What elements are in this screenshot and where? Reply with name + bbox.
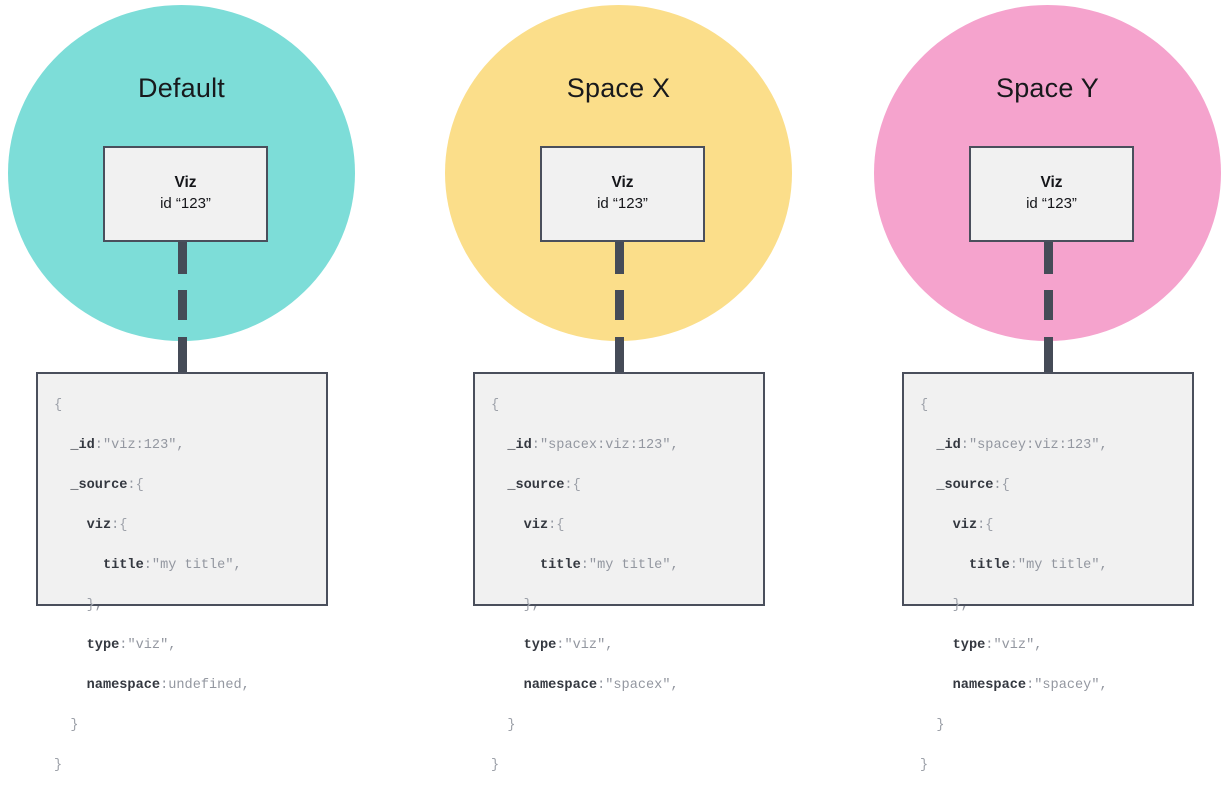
connector-dash-segment bbox=[615, 242, 624, 274]
viz-node-title: Viz bbox=[1040, 174, 1063, 192]
space-label: Space Y bbox=[996, 73, 1099, 103]
viz-node-id: id “123” bbox=[1026, 195, 1077, 213]
viz-node-id: id “123” bbox=[597, 195, 648, 213]
viz-node-box: Viz id “123” bbox=[969, 146, 1134, 242]
dashed-connector bbox=[178, 242, 187, 373]
document-json: { _id:"viz:123", _source:{ viz:{ title:"… bbox=[54, 398, 250, 773]
viz-node-box: Viz id “123” bbox=[540, 146, 705, 242]
connector-dash-segment bbox=[178, 337, 187, 373]
space-circle-spacex: Space X bbox=[445, 5, 792, 341]
document-json: { _id:"spacey:viz:123", _source:{ viz:{ … bbox=[920, 398, 1108, 773]
connector-dash-segment bbox=[1044, 337, 1053, 373]
space-column-default: Default Viz id “123” { _id:"viz:123", _s… bbox=[0, 0, 410, 773]
document-code-box: { _id:"spacex:viz:123", _source:{ viz:{ … bbox=[473, 372, 765, 773]
viz-node-title: Viz bbox=[611, 174, 634, 192]
space-column-spacex: Space X Viz id “123” { _id:"spacex:viz:1… bbox=[437, 0, 847, 773]
viz-node-title: Viz bbox=[174, 174, 197, 192]
viz-node-box: Viz id “123” bbox=[103, 146, 268, 242]
document-code-box: { _id:"spacey:viz:123", _source:{ viz:{ … bbox=[902, 372, 1194, 773]
space-label: Default bbox=[138, 73, 225, 103]
dashed-connector bbox=[1044, 242, 1053, 373]
document-code-box: { _id:"viz:123", _source:{ viz:{ title:"… bbox=[36, 372, 328, 773]
space-column-spacey: Space Y Viz id “123” { _id:"spacey:viz:1… bbox=[866, 0, 1228, 773]
dashed-connector bbox=[615, 242, 624, 373]
connector-dash-segment bbox=[178, 290, 187, 320]
namespace-diagram: Default Viz id “123” { _id:"viz:123", _s… bbox=[0, 0, 1228, 773]
connector-dash-segment bbox=[178, 242, 187, 274]
viz-node-id: id “123” bbox=[160, 195, 211, 213]
connector-dash-segment bbox=[615, 337, 624, 373]
space-label: Space X bbox=[566, 73, 671, 103]
document-json: { _id:"spacex:viz:123", _source:{ viz:{ … bbox=[491, 398, 679, 773]
connector-dash-segment bbox=[1044, 290, 1053, 320]
connector-dash-segment bbox=[615, 290, 624, 320]
connector-dash-segment bbox=[1044, 242, 1053, 274]
